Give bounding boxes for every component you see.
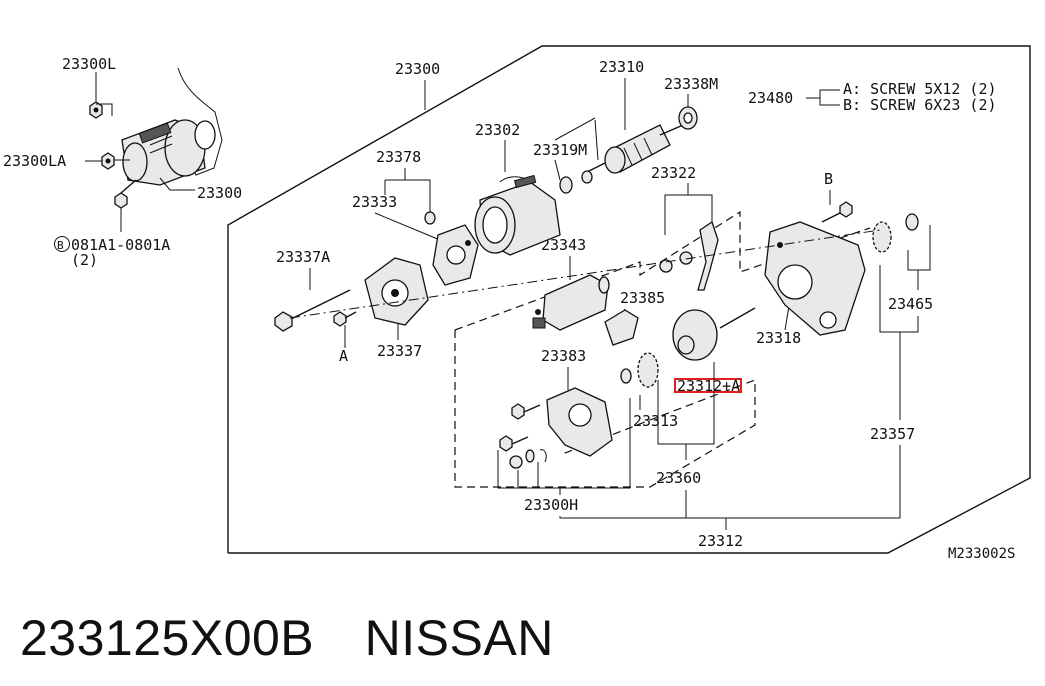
label-23385: 23385 [620,289,665,307]
svg-text:B: B [57,239,64,252]
label-23337A: 23337A [276,248,330,266]
washer-23319M [559,170,593,194]
solenoid-part [532,274,610,331]
rear-cover-part [364,257,429,326]
label-B: B [824,170,833,188]
label-23333: 23333 [352,193,397,211]
pinion-shaft-part [672,307,756,361]
label-23357: 23357 [870,425,915,443]
part-number-caption: 233125X00B NISSAN [20,610,554,666]
label-23300L: 23300L [62,55,116,73]
main-frame [227,45,1031,554]
label-23300H: 23300H [524,496,578,514]
hardware-23300H [499,403,547,469]
armature-part [584,121,691,174]
label-23300: 23300 [395,60,440,78]
label-bolt-part: 081A1-0801A [71,236,170,254]
housing-part [764,221,866,336]
screw-A [333,311,357,327]
subassembly-dashed-frame [454,330,756,488]
gear-23313 [620,352,659,388]
label-23378: 23378 [376,148,421,166]
label-screw-b: B: SCREW 6X23 (2) [843,96,997,114]
label-23337: 23337 [377,342,422,360]
gear-23465 [872,213,919,253]
ball-23322 [659,220,719,291]
label-23480: 23480 [748,89,793,107]
label-23312-A: 23312+A [677,377,740,395]
yoke-part [474,174,561,256]
brush-holder-part [432,224,479,286]
spring-23378 [424,211,436,225]
starter-assembly-small [121,67,223,186]
front-bracket-part [546,387,613,457]
label-23360: 23360 [656,469,701,487]
label-23312: 23312 [698,532,743,550]
nut-icon-23300L [89,101,103,119]
highlight-box [674,378,742,393]
diagram-code: M233002S [948,546,1015,562]
label-23465: 23465 [888,295,933,313]
label-screw-a: A: SCREW 5X12 (2) [843,80,997,98]
label-23383: 23383 [541,347,586,365]
label-23310: 23310 [599,58,644,76]
label-23300-small: 23300 [197,184,242,202]
bolt-icon-small [114,179,137,209]
label-23300LA: 23300LA [3,152,66,170]
label-23319M: 23319M [533,141,587,159]
parts-diagram: 23300L 23300LA 23300 B 081A1-0801A (2) 2… [3,45,1031,562]
bolt-type-b-mark: B [54,236,70,252]
label-23343: 23343 [541,236,586,254]
label-A-bolt: A [339,347,348,365]
lever-part [604,309,639,346]
screw-B [821,201,853,223]
label-bolt-qty: (2) [71,251,98,269]
label-23322: 23322 [651,164,696,182]
bearing-23338M [678,106,698,130]
nut-icon-23300LA [101,152,115,170]
label-23313: 23313 [633,412,678,430]
label-23338M: 23338M [664,75,718,93]
label-23318: 23318 [756,329,801,347]
label-23302: 23302 [475,121,520,139]
